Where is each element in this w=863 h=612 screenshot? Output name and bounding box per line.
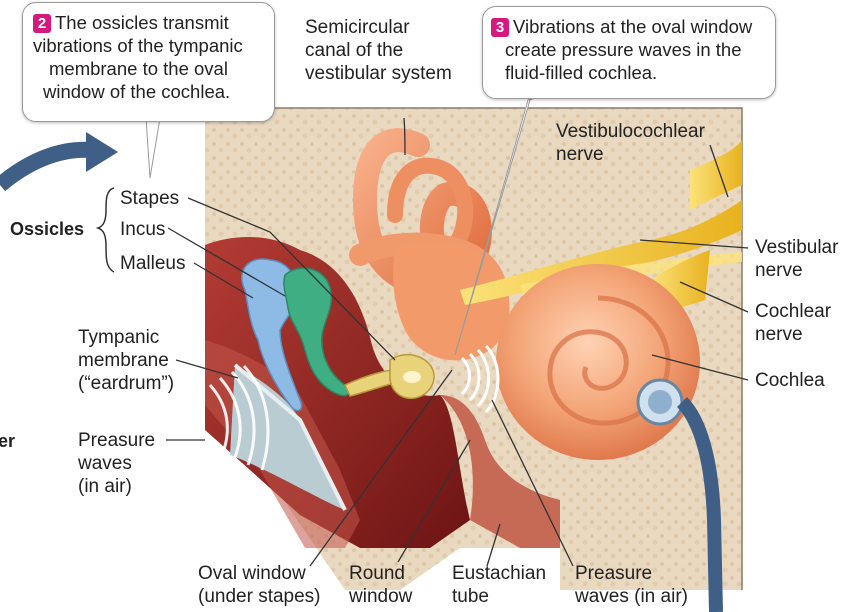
label-semicircular-canal: Semicircular canal of the vestibular sys… [305,16,452,85]
label-malleus: Malleus [120,252,185,275]
label-eustachian-tube: Eustachian tube [452,562,546,608]
callout-2-pointer [146,118,160,178]
label-vestibulocochlear-nerve: Vestibulocochlear nerve [556,120,705,166]
label-vestibular-nerve: Vestibular nerve [755,236,838,282]
label-stapes: Stapes [120,187,179,210]
step-3-badge: 3 [491,18,509,37]
label-cochlear-nerve: Cochlear nerve [755,300,831,346]
label-cropped-fragment: er [0,430,15,453]
label-oval-window: Oval window (under stapes) [198,562,321,608]
label-incus: Incus [120,218,165,241]
label-ossicles: Ossicles [10,218,84,241]
label-round-window: Round window [349,562,412,608]
incoming-sound-arrow [0,132,118,185]
label-pressure-waves-in-air: Preasure waves (in air) [78,429,155,498]
step-2-badge: 2 [33,14,51,33]
label-pressure-waves-bottom: Preasure waves (in air) [575,562,688,608]
ossicles-brace [98,188,114,272]
label-tympanic-membrane: Tympanic membrane (“eardrum”) [78,326,174,395]
cochlea-shape [496,264,700,460]
label-cochlea: Cochlea [755,369,825,392]
